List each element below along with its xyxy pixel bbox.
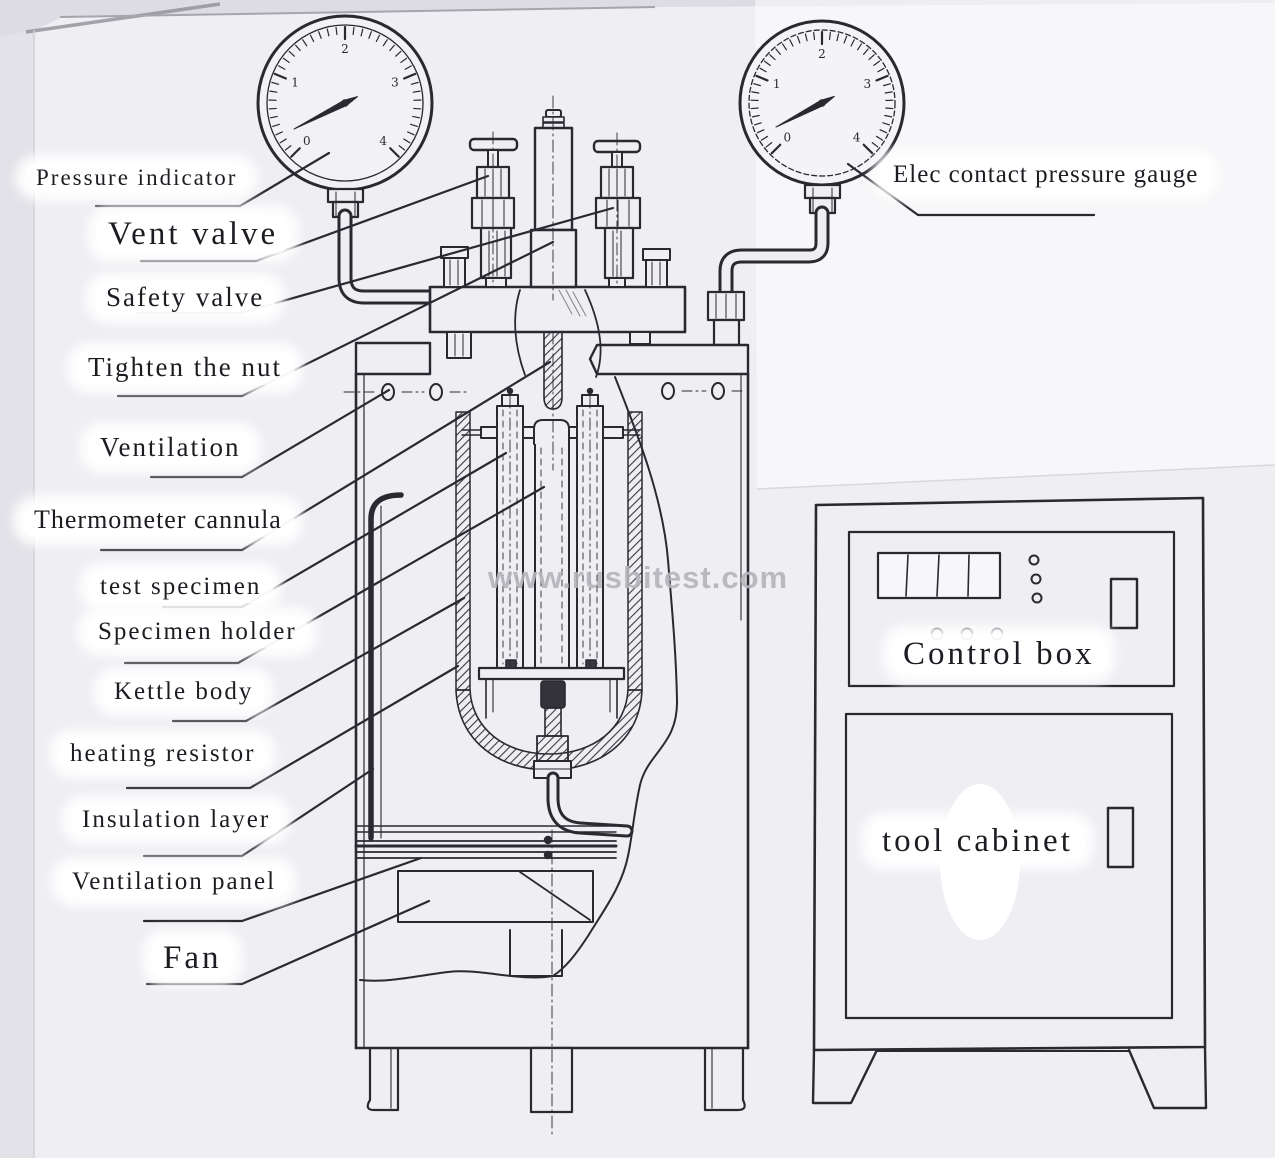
kettle-top-band xyxy=(343,341,750,401)
leader-line xyxy=(99,360,552,552)
label-heating-resistor: heating resistor xyxy=(58,738,268,770)
centerlines xyxy=(492,95,618,667)
svg-text:0: 0 xyxy=(303,134,311,148)
machine-body-shell xyxy=(354,372,750,1050)
pressure-indicator-gauge: 0 1 2 3 4 xyxy=(256,14,434,219)
svg-text:4: 4 xyxy=(379,134,387,148)
leader-line xyxy=(125,664,460,790)
thermometer-cannula-drawing xyxy=(529,109,578,410)
svg-text:4: 4 xyxy=(853,131,861,145)
label-elec-contact-pressure-gauge: Elec contact pressure gauge xyxy=(881,159,1211,191)
label-ventilation: Ventilation xyxy=(88,431,253,465)
svg-text:3: 3 xyxy=(391,75,399,89)
svg-text:1: 1 xyxy=(773,77,781,91)
control-cabinet xyxy=(811,496,1208,1110)
leader-line xyxy=(161,451,508,609)
label-tool-cabinet: tool cabinet xyxy=(870,821,1085,862)
leader-line xyxy=(149,388,391,479)
svg-text:2: 2 xyxy=(341,42,349,56)
leader-line xyxy=(846,162,1096,217)
label-pressure-indicator: Pressure indicator xyxy=(24,163,250,193)
leader-line xyxy=(123,485,546,665)
label-thermometer-cannula: Thermometer cannula xyxy=(22,504,294,537)
specimen-holder-plate xyxy=(477,659,626,719)
left-gauge-pipe xyxy=(337,208,439,305)
lid-clamp-nut xyxy=(529,228,578,289)
leader-line xyxy=(171,596,466,723)
label-specimen-holder: Specimen holder xyxy=(86,616,309,648)
gauge-dial-ticks: 0 1 2 3 4 xyxy=(750,30,894,155)
label-insulation-layer: Insulation layer xyxy=(70,804,283,836)
label-safety-valve: Safety valve xyxy=(94,281,277,315)
svg-text:1: 1 xyxy=(291,75,299,89)
panel-switch xyxy=(1109,577,1139,630)
leader-line xyxy=(142,856,423,923)
insulation-layer-drawing xyxy=(368,492,404,841)
right-gauge-pipe xyxy=(706,205,830,347)
label-kettle-body: Kettle body xyxy=(102,676,266,708)
elec-contact-pressure-gauge-drawing: 0 1 2 3 4 xyxy=(738,19,906,215)
label-control-box: Control box xyxy=(891,634,1107,675)
leader-line xyxy=(94,151,331,208)
fan-box xyxy=(397,829,594,1047)
drain-fitting-and-pipe xyxy=(533,680,634,838)
leader-line xyxy=(145,899,431,986)
gauge-needle xyxy=(293,96,358,130)
specimen-tubes xyxy=(461,387,641,669)
gauge-dial-ticks: 0 1 2 3 4 xyxy=(268,25,422,158)
label-test-specimen: test specimen xyxy=(88,571,274,603)
leader-line xyxy=(142,767,375,858)
label-vent-valve: Vent valve xyxy=(96,214,291,255)
vent-valve-drawing xyxy=(468,137,519,288)
svg-text:0: 0 xyxy=(784,131,792,145)
leader-line xyxy=(139,174,490,263)
leader-line xyxy=(116,240,555,398)
ventilation-panel-drawing xyxy=(354,825,618,860)
label-fan: Fan xyxy=(151,938,234,979)
machine-legs xyxy=(366,1046,746,1139)
svg-text:3: 3 xyxy=(863,77,871,91)
svg-text:2: 2 xyxy=(818,47,826,61)
watermark: www.rusbitest.com xyxy=(488,560,789,595)
kettle-body-drawing xyxy=(455,411,643,771)
torn-paper-edges xyxy=(359,289,679,982)
label-ventilation-panel: Ventilation panel xyxy=(60,866,289,898)
label-tighten-the-nut: Tighten the nut xyxy=(76,351,295,385)
door-handle xyxy=(1106,806,1135,869)
